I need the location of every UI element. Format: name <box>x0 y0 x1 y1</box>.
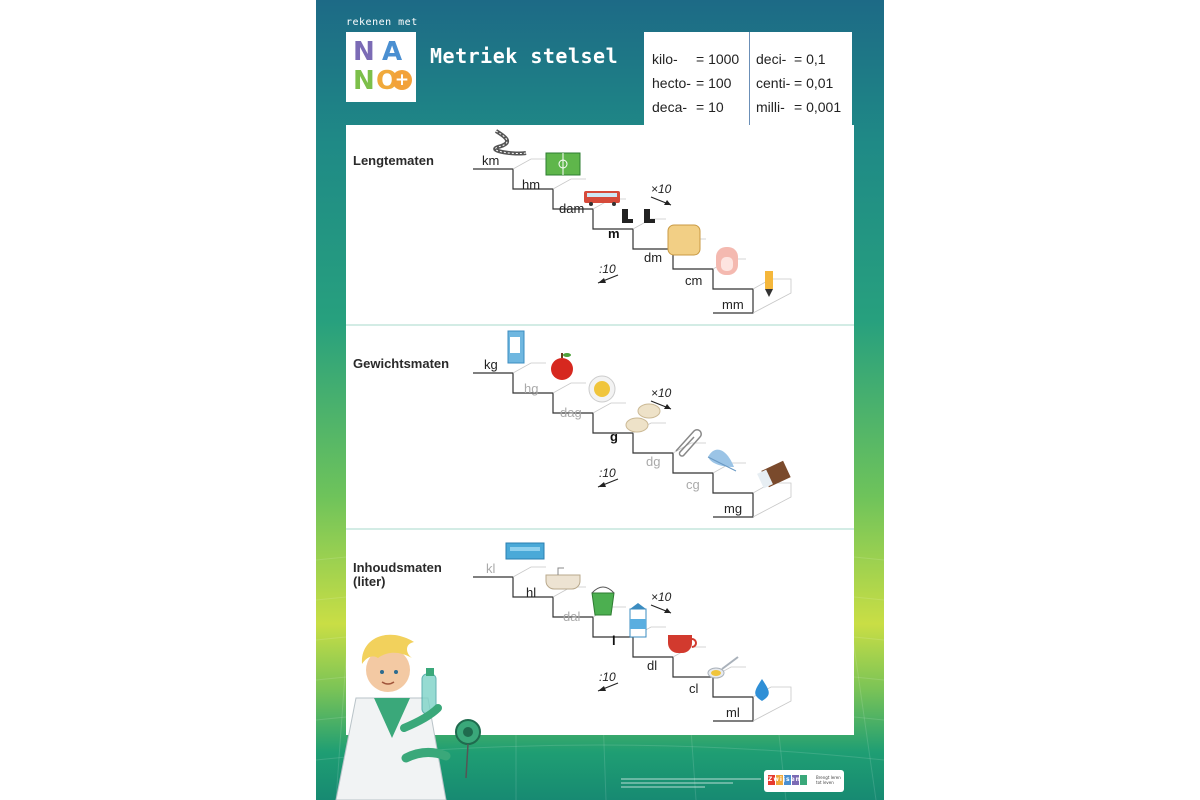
unit-label-dm: dm <box>644 250 662 265</box>
prefix-name-milli: milli- <box>756 99 785 115</box>
feather-icon <box>707 449 737 472</box>
unit-label-m: m <box>608 226 620 241</box>
pencil-icon <box>765 271 773 297</box>
bucket-icon <box>591 586 615 616</box>
unit-label-cg: cg <box>686 477 700 492</box>
prefix-name-deca: deca- <box>652 99 688 115</box>
brand-small-label: rekenen met <box>346 17 418 28</box>
bus-icon <box>584 191 620 206</box>
prefix-name-deci: deci- <box>756 51 787 67</box>
section-title-length: Lengtematen <box>353 153 434 168</box>
divide-label: :10 <box>599 262 616 276</box>
unit-label-dag: dag <box>560 405 582 420</box>
divide-arrow: :10 <box>597 262 619 284</box>
bread-icon <box>667 224 701 256</box>
unit-label-km: km <box>482 153 499 168</box>
prefix-value-kilo: = 1000 <box>696 51 740 67</box>
salt-shaker-icon <box>757 460 791 489</box>
coin-icon <box>588 375 616 403</box>
prefix-value-centi: = 0,01 <box>794 75 834 91</box>
prefix-value-deci: = 0,1 <box>794 51 826 67</box>
divide-label: :10 <box>599 466 616 480</box>
multiply-arrow: ×10 <box>650 590 672 614</box>
logo-letter-a: A <box>382 37 403 67</box>
section-subtitle-volume: (liter) <box>353 574 386 589</box>
unit-label-kl: kl <box>486 561 496 576</box>
publisher-tagline: Brengt leren tot leven <box>816 775 841 785</box>
staircase-steps <box>473 168 754 314</box>
section-separator <box>346 324 854 326</box>
unit-label-g: g <box>610 429 618 444</box>
publisher-logo: Zwijsen Brengt leren tot leven <box>764 770 844 792</box>
section-title-volume: Inhoudsmaten <box>353 560 442 575</box>
staircase-steps <box>473 372 754 518</box>
prefix-value-milli: = 0,001 <box>794 99 842 115</box>
water-drop-icon <box>755 679 769 701</box>
staircase-length: km hm dam m dm cm mm ×10 :10 <box>473 129 792 314</box>
multiply-arrow: ×10 <box>650 386 672 410</box>
publisher-name: Zwijsen <box>768 776 801 783</box>
tea-cup-icon <box>668 635 697 653</box>
unit-label-dam: dam <box>559 201 584 216</box>
prefix-value-deca: = 10 <box>696 99 724 115</box>
staircase-weight: kg hg dag g dg cg mg ×10 :10 <box>473 330 792 518</box>
logo-letter-n1: N <box>353 37 375 67</box>
fingernail-icon <box>716 247 738 275</box>
tablets-icon <box>625 403 661 433</box>
bathtub-icon <box>545 567 581 590</box>
prefix-name-centi: centi- <box>756 75 791 91</box>
unit-labels: kl hl dal l dl cl ml <box>486 561 740 720</box>
staircase-steps <box>473 576 754 722</box>
sugar-box-icon <box>507 330 525 364</box>
nano-logo: N A N O + <box>346 32 416 102</box>
unit-label-hg: hg <box>524 381 538 396</box>
prefix-name-hecto: hecto- <box>652 75 691 91</box>
prefix-divider <box>749 32 750 125</box>
unit-label-hl: hl <box>526 585 536 600</box>
poster: rekenen met N A N O + Metriek stelsel ki… <box>316 0 884 800</box>
water-tank-icon <box>505 542 545 560</box>
spoon-icon <box>707 656 739 679</box>
unit-label-cl: cl <box>689 681 699 696</box>
prefix-name-kilo: kilo- <box>652 51 678 67</box>
boots-icon <box>622 209 655 223</box>
unit-label-dg: dg <box>646 454 660 469</box>
scientist-character-illustration <box>335 634 481 800</box>
multiply-arrow: ×10 <box>650 182 672 206</box>
divide-arrow: :10 <box>597 466 619 488</box>
unit-label-l: l <box>612 633 616 648</box>
logo-plus-icon: + <box>392 70 412 90</box>
unit-label-dl: dl <box>647 658 657 673</box>
section-separator <box>346 528 854 530</box>
unit-labels: kg hg dag g dg cg mg <box>484 357 742 516</box>
unit-labels: km hm dam m dm cm mm <box>482 153 744 312</box>
prefix-table: kilo- = 1000 hecto- = 100 deca- = 10 dec… <box>644 32 852 125</box>
multiply-label: ×10 <box>651 590 672 604</box>
metric-card: Lengtematen Gewichtsmaten Inhoudsmaten (… <box>346 125 854 735</box>
apple-icon <box>551 353 573 380</box>
staircase-volume: kl hl dal l dl cl ml ×10 :10 <box>473 542 792 722</box>
divide-arrow: :10 <box>597 670 619 692</box>
unit-label-mg: mg <box>724 501 742 516</box>
logo-letter-n2: N <box>353 66 375 96</box>
unit-label-dal: dal <box>563 609 580 624</box>
unit-label-cm: cm <box>685 273 702 288</box>
scientist-icon <box>335 634 481 800</box>
credits-fineprint <box>621 778 761 788</box>
prefix-value-hecto: = 100 <box>696 75 732 91</box>
milk-carton-icon <box>629 603 647 638</box>
football-field-icon <box>545 152 581 176</box>
multiply-label: ×10 <box>651 182 672 196</box>
unit-label-mm: mm <box>722 297 744 312</box>
unit-label-kg: kg <box>484 357 498 372</box>
unit-label-ml: ml <box>726 705 740 720</box>
multiply-label: ×10 <box>651 386 672 400</box>
unit-label-hm: hm <box>522 177 540 192</box>
paperclip-icon <box>675 429 702 457</box>
page-title: Metriek stelsel <box>430 44 619 68</box>
section-title-weight: Gewichtsmaten <box>353 356 450 371</box>
divide-label: :10 <box>599 670 616 684</box>
road-icon <box>493 129 527 156</box>
